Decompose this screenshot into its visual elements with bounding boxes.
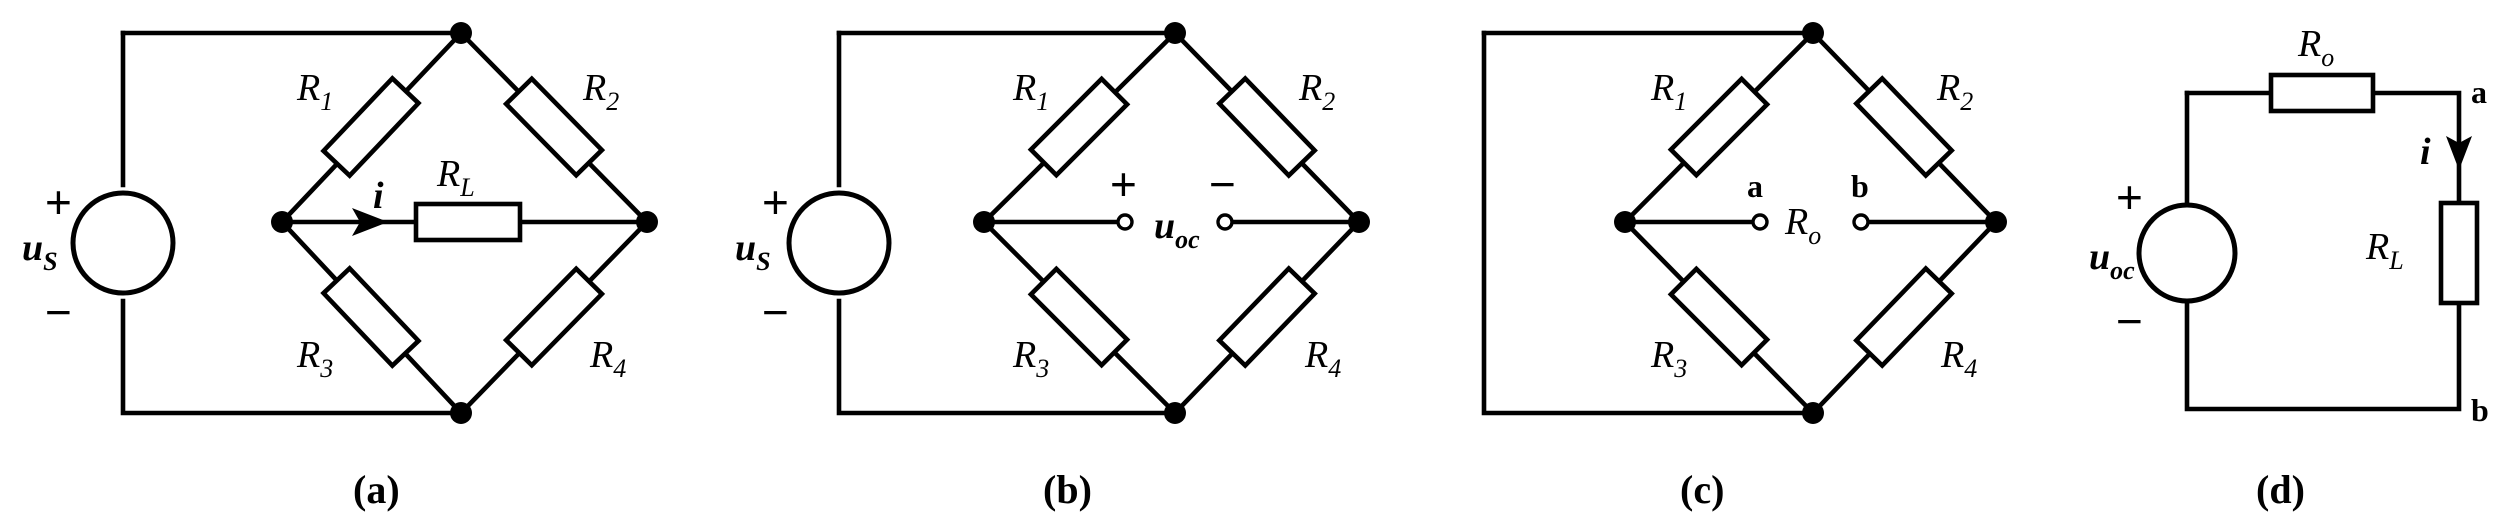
terminal-a-label: a [1747,168,1763,204]
node-right [1348,211,1370,233]
panel-b: + − uS R1 R2 R3 R4 + − uoc (b) [735,22,1370,512]
resistor-r2 [1853,75,1955,179]
r1-label: R1 [1650,67,1687,116]
source-symbol: u [22,227,43,269]
terminal-b-label: b [2471,392,2489,428]
caption-c: (c) [1680,467,1724,512]
resistor-r3 [1667,265,1771,369]
caption-a: (a) [353,467,400,512]
node-bottom [1164,402,1186,424]
resistor-r3 [1027,265,1131,369]
r1-label: R1 [296,67,333,116]
ro-label: Ro [2297,23,2334,72]
bottom-wire [2184,297,2462,412]
source-plus-sign: + [762,176,789,228]
voltage-minus-sign: − [1209,158,1236,210]
voltage-source [786,190,892,296]
node-right [1985,211,2007,233]
resistor-rl [413,201,523,243]
voltage-source [70,190,176,296]
panel-d: + − uoc Ro RL i a b (d) [2089,23,2489,512]
resistor-r2 [1216,75,1318,179]
node-bottom [1802,402,1824,424]
ro-label: Ro [1784,201,1821,250]
r4-label: R4 [1304,334,1341,383]
uoc-label: uoc [2089,236,2135,285]
source-minus-sign: − [2116,295,2143,347]
voltage-plus-sign: + [1110,158,1137,210]
rl-label: RL [436,153,475,202]
current-label: i [373,175,384,217]
r2-label: R2 [1298,67,1335,116]
terminal-b-label: b [1851,168,1869,204]
resistor-r4 [1853,265,1955,369]
r3-label: R3 [1012,334,1049,383]
source-label: uS [22,227,58,276]
resistor-r3 [320,265,422,369]
left-wire-lower [120,298,464,416]
left-wire [1481,30,1816,416]
current-arrow [352,208,388,236]
current-arrow [2446,136,2472,170]
resistor-ro [2268,72,2376,114]
node-top [450,22,472,44]
r4-label: R4 [1940,334,1977,383]
current-label: i [2420,131,2431,173]
r1-label: R1 [1012,67,1049,116]
panel-c: R1 R2 R3 R4 a b Ro (c) [1481,22,2007,512]
source-subscript: S [43,247,57,276]
node-bottom [450,402,472,424]
caption-b: (b) [1043,467,1092,512]
node-left [1614,211,1636,233]
r4-label: R4 [589,334,626,383]
node-left [973,211,995,233]
voltage-source [2136,202,2238,304]
source-plus-sign: + [2116,171,2143,223]
resistor-r1 [1667,75,1771,179]
source-minus-sign: − [762,286,789,338]
panel-a: + − uS R1 R2 R3 R4 RL i (a) [22,22,658,512]
resistor-r1 [320,75,422,179]
r3-label: R3 [296,334,333,383]
terminal-b [1852,213,1870,231]
r3-label: R3 [1650,334,1687,383]
top-wire-right [2368,90,2462,206]
source-plus-sign: + [45,176,72,228]
source-label: uS [735,227,771,276]
caption-d: (d) [2256,467,2305,512]
rl-label: RL [2365,226,2404,275]
node-top [1802,22,1824,44]
source-minus-sign: − [45,286,72,338]
terminal-minus [1216,213,1234,231]
terminal-a [1751,213,1769,231]
terminal-plus [1116,213,1134,231]
r2-label: R2 [1936,67,1973,116]
resistor-r1 [1027,75,1131,179]
resistor-r4 [502,265,606,369]
uoc-label: uoc [1154,205,1200,254]
node-right [636,211,658,233]
r2-label: R2 [582,67,619,116]
resistor-r4 [1216,265,1318,369]
resistor-r2 [502,75,606,179]
terminal-a-label: a [2471,74,2487,110]
node-left [271,211,293,233]
node-top [1164,22,1186,44]
left-wire-lower [836,298,1178,416]
resistor-rl [2438,200,2480,306]
